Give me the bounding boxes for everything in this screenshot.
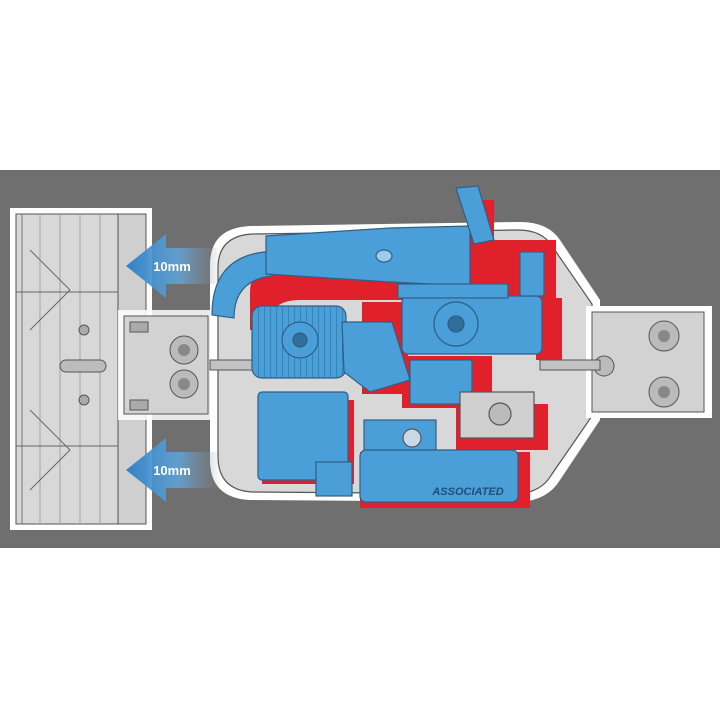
receiver-box	[257, 391, 349, 481]
battery-pack	[359, 449, 519, 503]
rear-hub	[118, 310, 351, 420]
bottom-arrow: 10mm	[126, 438, 222, 502]
top-arrow-label: 10mm	[153, 259, 191, 274]
front-hub	[539, 306, 712, 418]
top-arrow: 10mm	[126, 234, 222, 298]
associated-logo: ASSOCIATED	[431, 486, 503, 498]
rear-wing	[10, 208, 152, 530]
bottom-arrow-label: 10mm	[153, 463, 191, 478]
blue-parts	[211, 185, 545, 503]
blue-arrow-icon	[126, 234, 222, 298]
blue-arrow-icon	[126, 438, 222, 502]
